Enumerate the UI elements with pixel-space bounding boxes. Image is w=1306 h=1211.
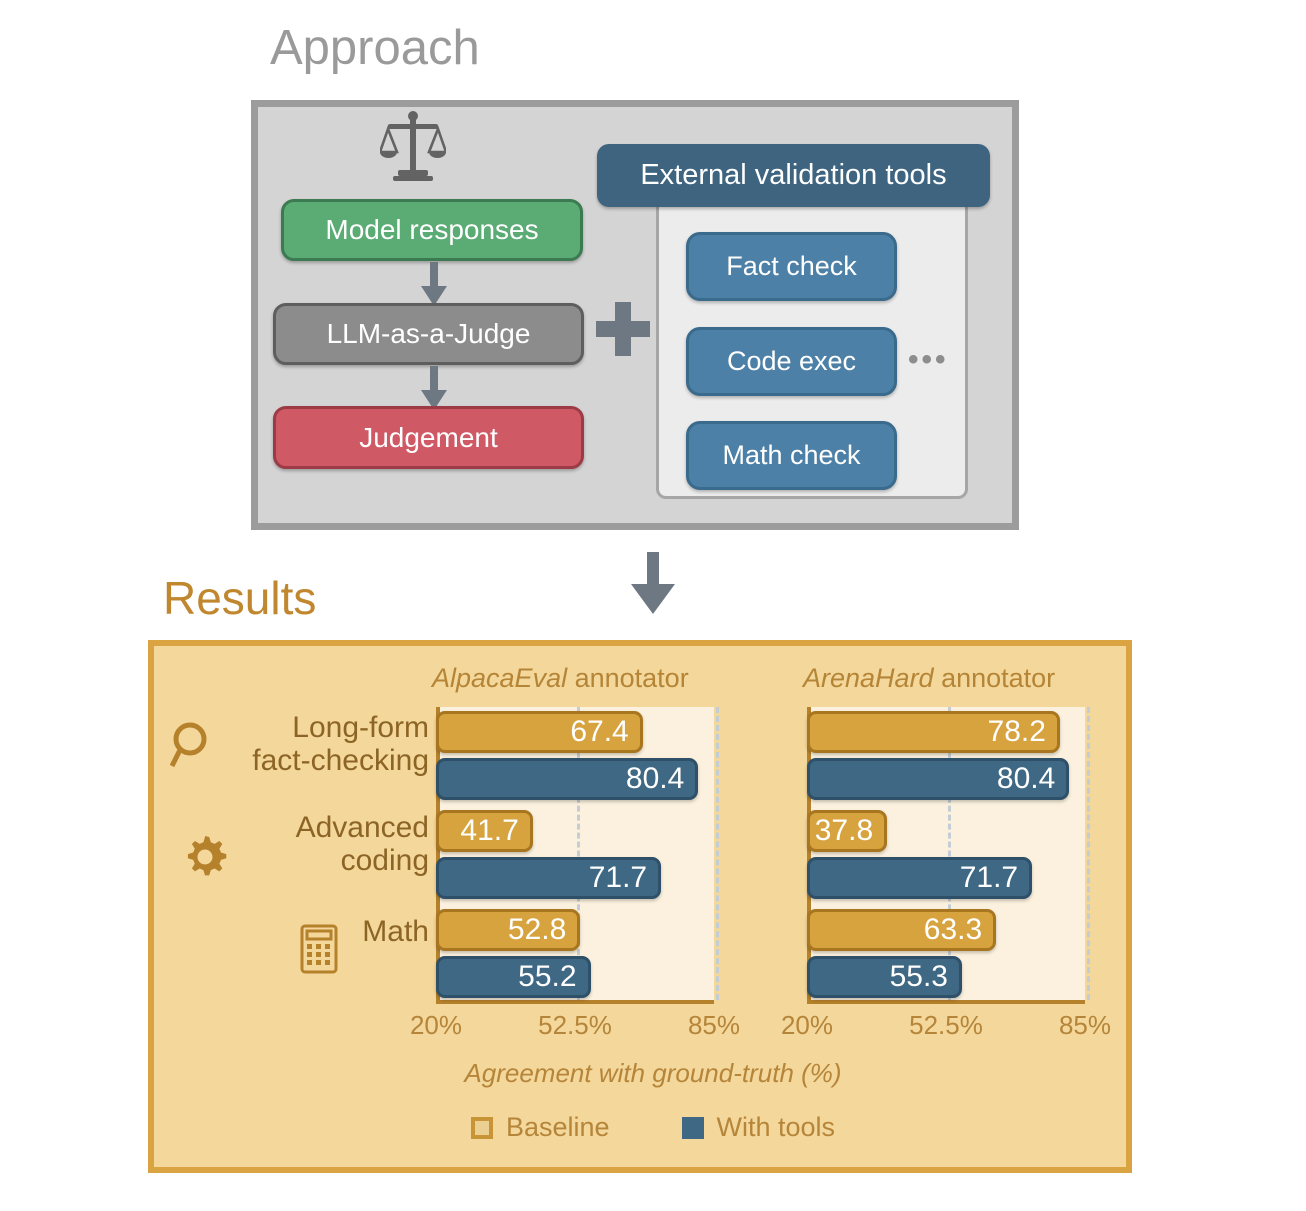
flow-arrow-2-icon xyxy=(421,366,447,415)
chart-panel-title-alpacaeval: AlpacaEval annotator xyxy=(432,663,689,694)
x-tick-label: 85% xyxy=(1058,1010,1112,1040)
category-label-advanced-coding: Advanced coding xyxy=(295,811,429,877)
gridline-85 xyxy=(716,707,719,1000)
balance-scale-icon xyxy=(378,110,448,182)
bar-with-tools-2: 55.3 xyxy=(807,956,962,998)
annotator-suffix-arenahard: annotator xyxy=(933,663,1056,693)
bar-baseline-1: 37.8 xyxy=(807,810,888,852)
x-tick-label: 85% xyxy=(687,1010,741,1040)
tool-box-code-exec[interactable]: Code exec xyxy=(686,327,897,396)
category-label-math: Math xyxy=(362,915,429,948)
legend-label-with-tools: With tools xyxy=(716,1112,836,1142)
legend-swatch-with-tools xyxy=(681,1116,704,1139)
annotator-suffix-alpacaeval: annotator xyxy=(567,663,689,693)
tool-box-fact-check[interactable]: Fact check xyxy=(686,232,897,301)
flow-box-llm-as-a-judge[interactable]: LLM-as-a-Judge xyxy=(273,303,584,365)
flow-box-model-responses[interactable]: Model responses xyxy=(281,199,583,261)
chart-plot-arenahard: 78.2 80.4 37.8 71.7 63.3 55.3 xyxy=(807,707,1090,1004)
legend-swatch-baseline xyxy=(470,1116,493,1139)
annotator-name-alpacaeval: AlpacaEval xyxy=(432,663,568,693)
results-section-title: Results xyxy=(163,572,317,624)
legend-item-with-tools[interactable]: With tools xyxy=(681,1112,836,1143)
legend-item-baseline[interactable]: Baseline xyxy=(470,1112,610,1143)
bar-baseline-2: 52.8 xyxy=(436,909,581,951)
category-label-long-form-fact-checking: Long-form fact-checking xyxy=(252,711,429,777)
category-row-math: Math xyxy=(170,915,430,1002)
x-axis-label: Agreement with ground-truth (%) xyxy=(464,1058,842,1088)
tool-box-math-check[interactable]: Math check xyxy=(686,421,897,490)
x-tick-label: 52.5% xyxy=(909,1010,983,1040)
bar-with-tools-1: 71.7 xyxy=(807,857,1033,899)
flow-arrow-1-icon xyxy=(421,262,447,311)
bar-with-tools-2: 55.2 xyxy=(436,956,591,998)
calculator-icon xyxy=(300,924,338,979)
approach-to-results-arrow-icon xyxy=(629,552,677,619)
bar-with-tools-1: 71.7 xyxy=(436,857,662,899)
category-row-long-form-fact-checking: Long-form fact-checking xyxy=(169,711,430,812)
bar-baseline-2: 63.3 xyxy=(807,909,997,951)
gear-icon xyxy=(182,834,228,885)
more-tools-ellipsis: ••• xyxy=(908,343,949,376)
flow-box-judgement[interactable]: Judgement xyxy=(273,406,584,469)
annotator-name-arenahard: ArenaHard xyxy=(803,663,934,693)
legend-label-baseline: Baseline xyxy=(505,1112,610,1142)
bar-with-tools-0: 80.4 xyxy=(436,758,699,800)
bar-baseline-0: 67.4 xyxy=(436,711,643,753)
gridline-85 xyxy=(1087,707,1090,1000)
x-tick-label: 52.5% xyxy=(538,1010,612,1040)
approach-section-title: Approach xyxy=(270,21,480,75)
plus-icon xyxy=(596,302,650,356)
gridline-52.5 xyxy=(948,707,951,1000)
x-tick-label: 20% xyxy=(409,1010,463,1040)
chart-panel-title-arenahard: ArenaHard annotator xyxy=(803,663,1055,694)
chart-legend: Baseline With tools xyxy=(0,1112,1306,1143)
gridline-52.5 xyxy=(577,707,580,1000)
x-tick-label: 20% xyxy=(780,1010,834,1040)
magnifier-icon xyxy=(169,722,212,775)
category-row-advanced-coding: Advanced coding xyxy=(170,811,430,912)
external-validation-tools-header[interactable]: External validation tools xyxy=(597,144,990,207)
bar-baseline-0: 78.2 xyxy=(807,711,1060,753)
bar-baseline-1: 41.7 xyxy=(436,810,533,852)
chart-plot-alpacaeval: 67.4 80.4 41.7 71.7 52.8 55.2 xyxy=(436,707,719,1004)
bar-with-tools-0: 80.4 xyxy=(807,758,1070,800)
